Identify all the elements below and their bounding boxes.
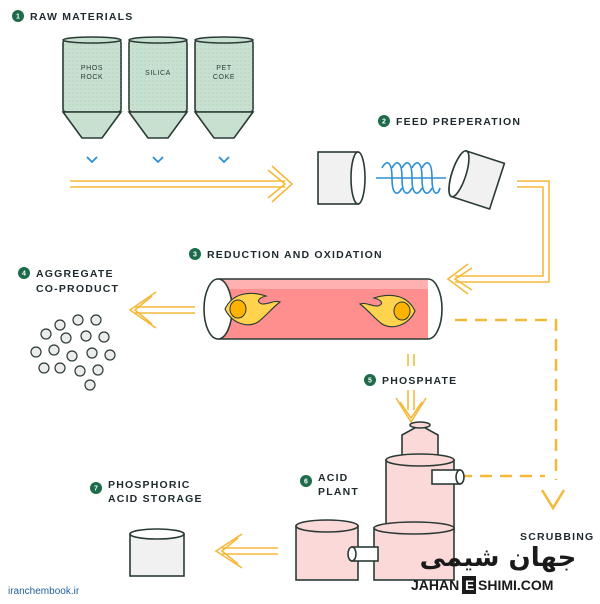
arrow-left-icon <box>128 291 195 329</box>
step-6-label-line1: ACID <box>318 472 348 484</box>
step-6-badge: 6 <box>300 475 312 487</box>
brand-fa-text: جهان شیمی <box>420 543 577 573</box>
dashed-flow-line <box>455 318 566 511</box>
arrow-return-icon <box>446 180 550 295</box>
footer-url: iranchembook.ir <box>8 586 80 597</box>
svg-text:5: 5 <box>368 378 372 385</box>
screw-conveyor-coil-icon <box>376 162 446 194</box>
silo-label-line2: COKE <box>213 74 235 81</box>
brand-en-left: JAHAN <box>411 577 459 593</box>
rotary-kiln <box>203 278 443 340</box>
step-4-label-line1: AGGREGATE <box>36 268 114 280</box>
silo-label-line1: PHOS <box>81 65 103 72</box>
silo-label-line1: PET <box>216 65 232 72</box>
phosphate-arrow-icon <box>395 354 427 424</box>
svg-text:2: 2 <box>382 119 386 126</box>
step-1-label: RAW MATERIALS <box>30 11 133 23</box>
aggregate-pellets-icon <box>30 314 116 391</box>
silo-silica: SILICA <box>127 36 189 139</box>
arrow-left-icon <box>214 533 278 569</box>
step-7-label-line2: ACID STORAGE <box>108 493 203 505</box>
flame-icon <box>224 292 282 326</box>
svg-text:6: 6 <box>304 479 308 486</box>
svg-text:7: 7 <box>94 486 98 493</box>
svg-text:3: 3 <box>193 252 197 259</box>
brand-watermark: جهان شیمی JAHAN E SHIMI.COM <box>411 543 576 594</box>
step-6-label-line2: PLANT <box>318 486 359 498</box>
step-5-label: PHOSPHATE <box>382 375 457 387</box>
brand-en-mid: E <box>465 577 474 593</box>
step-4-label-line2: CO-PRODUCT <box>36 283 119 295</box>
step-1-badge: 1 <box>12 10 24 22</box>
step-7-badge: 7 <box>90 482 102 494</box>
storage-tank <box>129 528 185 577</box>
step-3-label: REDUCTION AND OXIDATION <box>207 249 383 261</box>
step-5-badge: 5 <box>364 374 376 386</box>
step-2-badge: 2 <box>378 115 390 127</box>
feed-drum-right <box>448 149 506 211</box>
svg-text:4: 4 <box>22 271 26 278</box>
silo-label-line2: ROCK <box>81 74 104 81</box>
chevron-down-icon <box>86 156 230 164</box>
acid-plant <box>295 421 465 581</box>
step-7-label-line1: PHOSPHORIC <box>108 479 191 491</box>
svg-text:1: 1 <box>16 14 20 21</box>
silo-pet-coke: PET COKE <box>193 36 255 139</box>
silo-phos-rock: PHOS ROCK <box>61 36 123 139</box>
scrubbing-label: SCRUBBING <box>520 531 594 543</box>
arrow-right-icon <box>70 165 294 203</box>
step-3-badge: 3 <box>189 248 201 260</box>
flame-icon <box>358 294 416 328</box>
step-4-badge: 4 <box>18 267 30 279</box>
silo-label-line1: SILICA <box>145 70 171 77</box>
brand-en-right: SHIMI.COM <box>478 577 553 593</box>
feed-drum-left <box>317 151 366 205</box>
step-2-label: FEED PREPERATION <box>396 116 521 128</box>
